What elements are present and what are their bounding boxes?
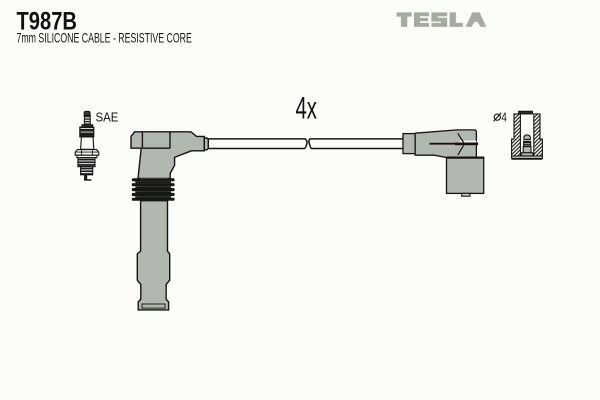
svg-text:4: 4 — [501, 110, 507, 125]
svg-text:SAE: SAE — [96, 110, 119, 125]
svg-text:T987B: T987B — [17, 6, 77, 35]
svg-text:7mm SILICONE CABLE - RESISTIVE: 7mm SILICONE CABLE - RESISTIVE CORE — [17, 32, 193, 46]
svg-text:4x: 4x — [296, 90, 317, 126]
